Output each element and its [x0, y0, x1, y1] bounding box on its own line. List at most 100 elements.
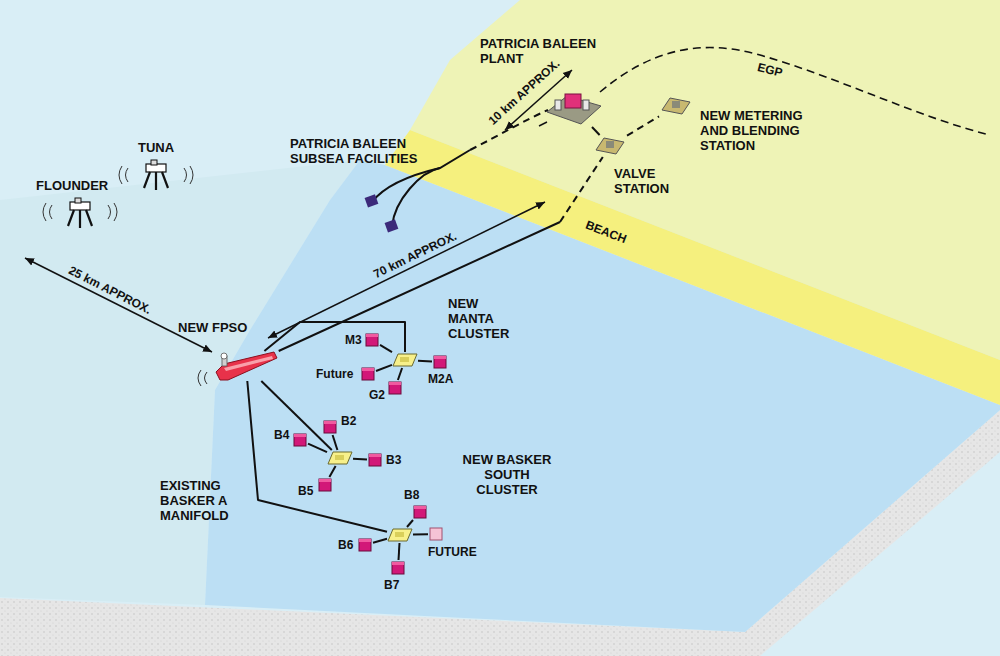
beach [385, 130, 1000, 405]
pipeline-connector [380, 345, 392, 352]
plant-symbol [545, 88, 601, 126]
dimension-arrow [25, 258, 212, 352]
platform-symbol [62, 198, 98, 228]
node-label: VALVE STATION [614, 166, 676, 196]
area-label: PATRICIA BALEEN SUBSEA FACILITIES [290, 136, 440, 166]
pipeline-connector [247, 381, 387, 532]
node-label: B4 [274, 428, 294, 442]
well-symbol [318, 478, 332, 492]
pipeline-connector [333, 435, 338, 450]
node-label: B6 [338, 538, 358, 552]
node-label: B5 [298, 484, 318, 498]
dimension-arrow [268, 202, 545, 338]
node-label: NEW METERING AND BLENDING STATION [700, 108, 812, 153]
manifold-symbol [388, 528, 412, 542]
node-label: NEW BASKER SOUTH CLUSTER [452, 452, 562, 497]
pipeline-line [247, 381, 387, 532]
station-symbol [594, 136, 626, 156]
pipeline-line [264, 322, 405, 352]
well-node: B5 [318, 478, 332, 492]
well-symbol [433, 355, 447, 369]
well-symbol [368, 453, 382, 467]
subsea-flowline [372, 168, 440, 202]
manifold-symbol [328, 451, 352, 465]
manifold-symbol [393, 353, 417, 367]
well-node: M3 [365, 333, 379, 347]
pipeline-line [560, 157, 603, 222]
node-label: NEW FPSO [178, 320, 258, 335]
plant-node: PATRICIA BALEEN PLANT [545, 88, 601, 126]
pipeline-connector [407, 520, 413, 527]
well-node: B4 [293, 433, 307, 447]
well-symbol [391, 561, 405, 575]
node-label: M2A [428, 372, 462, 386]
node-label: G2 [369, 388, 389, 402]
node-label: B3 [386, 453, 408, 467]
ripples [43, 166, 207, 386]
pipeline-connector [353, 458, 367, 460]
pipeline-connector [329, 466, 335, 477]
well-node: B8 [413, 505, 427, 519]
pipeline-connector [261, 381, 332, 450]
pipeline-line [353, 458, 367, 461]
node-label: Future [316, 367, 360, 381]
well-symbol [365, 333, 379, 347]
pipeline-connector [418, 360, 432, 362]
station-node: VALVE STATION [594, 136, 626, 156]
pipeline-connector [264, 322, 405, 352]
pipeline-line [333, 435, 338, 450]
well-node: B7 [391, 561, 405, 575]
well-symbol [361, 367, 375, 381]
pipeline-connector [627, 116, 659, 135]
pipeline-connector [592, 127, 600, 135]
well-symbol [388, 381, 402, 395]
node-label: EXISTING BASKER A MANIFOLD [160, 478, 244, 523]
pipeline-line [418, 360, 432, 363]
node-label: B8 [404, 488, 426, 502]
pipeline-connector [373, 539, 387, 543]
pipeline-line [413, 533, 428, 535]
node-label: B7 [384, 578, 406, 592]
platform-symbol [138, 160, 174, 190]
manifold-node: NEW BASKER SOUTH CLUSTER [388, 528, 412, 542]
pipeline-line [592, 127, 600, 135]
pipeline-line [380, 345, 392, 352]
well-node: G2 [388, 381, 402, 395]
fpso-symbol [214, 352, 278, 380]
pipeline-line [376, 365, 392, 371]
node-label: NEW MANTA CLUSTER [448, 296, 520, 341]
pipeline-line [308, 444, 327, 453]
node-label: FUTURE [428, 545, 488, 559]
well-node: M2A [433, 355, 447, 369]
well-symbol [413, 505, 427, 519]
well-symbol [358, 538, 372, 552]
pipeline-line [373, 539, 387, 543]
pipeline-connector [376, 365, 392, 371]
node-label: TUNA [138, 140, 188, 155]
pipeline-line [398, 368, 402, 380]
well-node: B2 [323, 420, 337, 434]
well-symbol [293, 433, 307, 447]
future-symbol [429, 527, 443, 541]
pipeline-connector [399, 543, 400, 560]
node-label: FLOUNDER [36, 178, 116, 193]
manifold-node: NEW MANTA CLUSTER [393, 353, 417, 367]
well-node: FUTURE [429, 527, 443, 541]
pipeline-connector [413, 534, 428, 535]
pipeline-line [279, 222, 560, 351]
pipeline-line [627, 116, 659, 135]
node-label: B2 [341, 414, 363, 428]
station-symbol [660, 96, 692, 116]
pipeline-connector [308, 444, 327, 453]
pipeline-connector [398, 368, 402, 380]
well-node: B6 [358, 538, 372, 552]
station-node: NEW METERING AND BLENDING STATION [660, 96, 692, 116]
node-label: M3 [345, 333, 365, 347]
onshore-pipeline [470, 110, 548, 150]
fpso-node: NEW FPSO [214, 352, 278, 380]
platform-node: TUNA [138, 160, 174, 190]
subsea-wellhead [385, 219, 399, 232]
well-node: B3 [368, 453, 382, 467]
pipeline-line [329, 466, 335, 477]
